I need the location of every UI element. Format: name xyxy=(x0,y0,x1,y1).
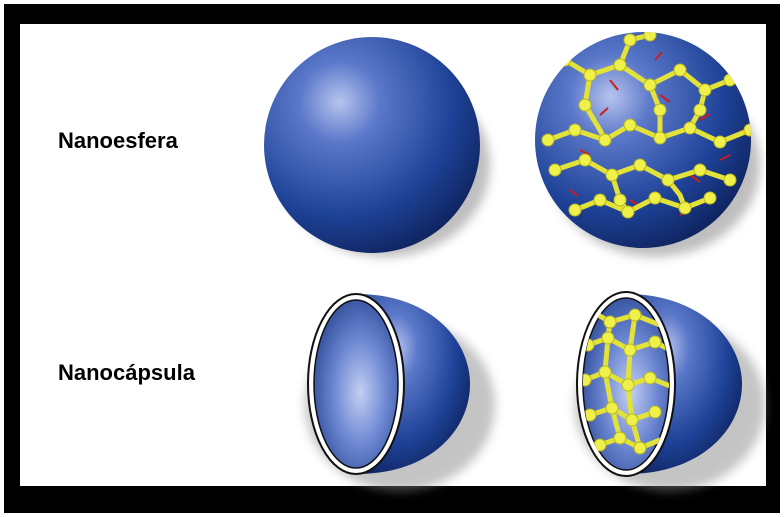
nanosphere-plain xyxy=(264,37,480,253)
